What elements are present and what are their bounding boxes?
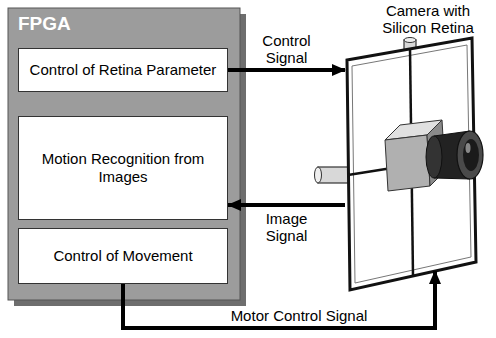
box-text: Control of Retina Parameter [30, 61, 217, 79]
signal-label: Control Signal [245, 32, 329, 66]
top-mount-end [404, 38, 416, 43]
gimbal-frame [347, 38, 476, 290]
fpga-block: FPGA Control of Retina ParameterMotion Re… [8, 8, 240, 300]
process-box: Control of Movement [18, 228, 228, 284]
camera-label: Camera with Silicon Retina [376, 2, 480, 36]
box-text: Control of Movement [53, 247, 192, 265]
signal-arrow [228, 203, 345, 207]
camera-body-front [385, 135, 430, 191]
side-mount-end [315, 167, 322, 183]
process-box: Control of Retina Parameter [18, 48, 228, 92]
lens-highlight [466, 143, 471, 153]
signal-label: Image Signal [245, 210, 329, 244]
lens-front [457, 131, 483, 179]
block-shadow [14, 14, 246, 306]
box-text: Motion Recognition from Images [25, 150, 221, 186]
block-heading: FPGA [18, 13, 71, 35]
gimbal-frame-inner [352, 45, 471, 283]
lens-glass [463, 139, 479, 171]
signal-label: Motor Control Signal [209, 307, 389, 324]
side-mount-pipe [318, 167, 350, 183]
camera-unit: Camera with Silicon Retina [345, 2, 480, 288]
signal-arrow [228, 68, 345, 72]
fpga-panel [8, 8, 240, 300]
process-box: Motion Recognition from Images [18, 116, 228, 220]
lens-barrel-back [426, 136, 442, 178]
